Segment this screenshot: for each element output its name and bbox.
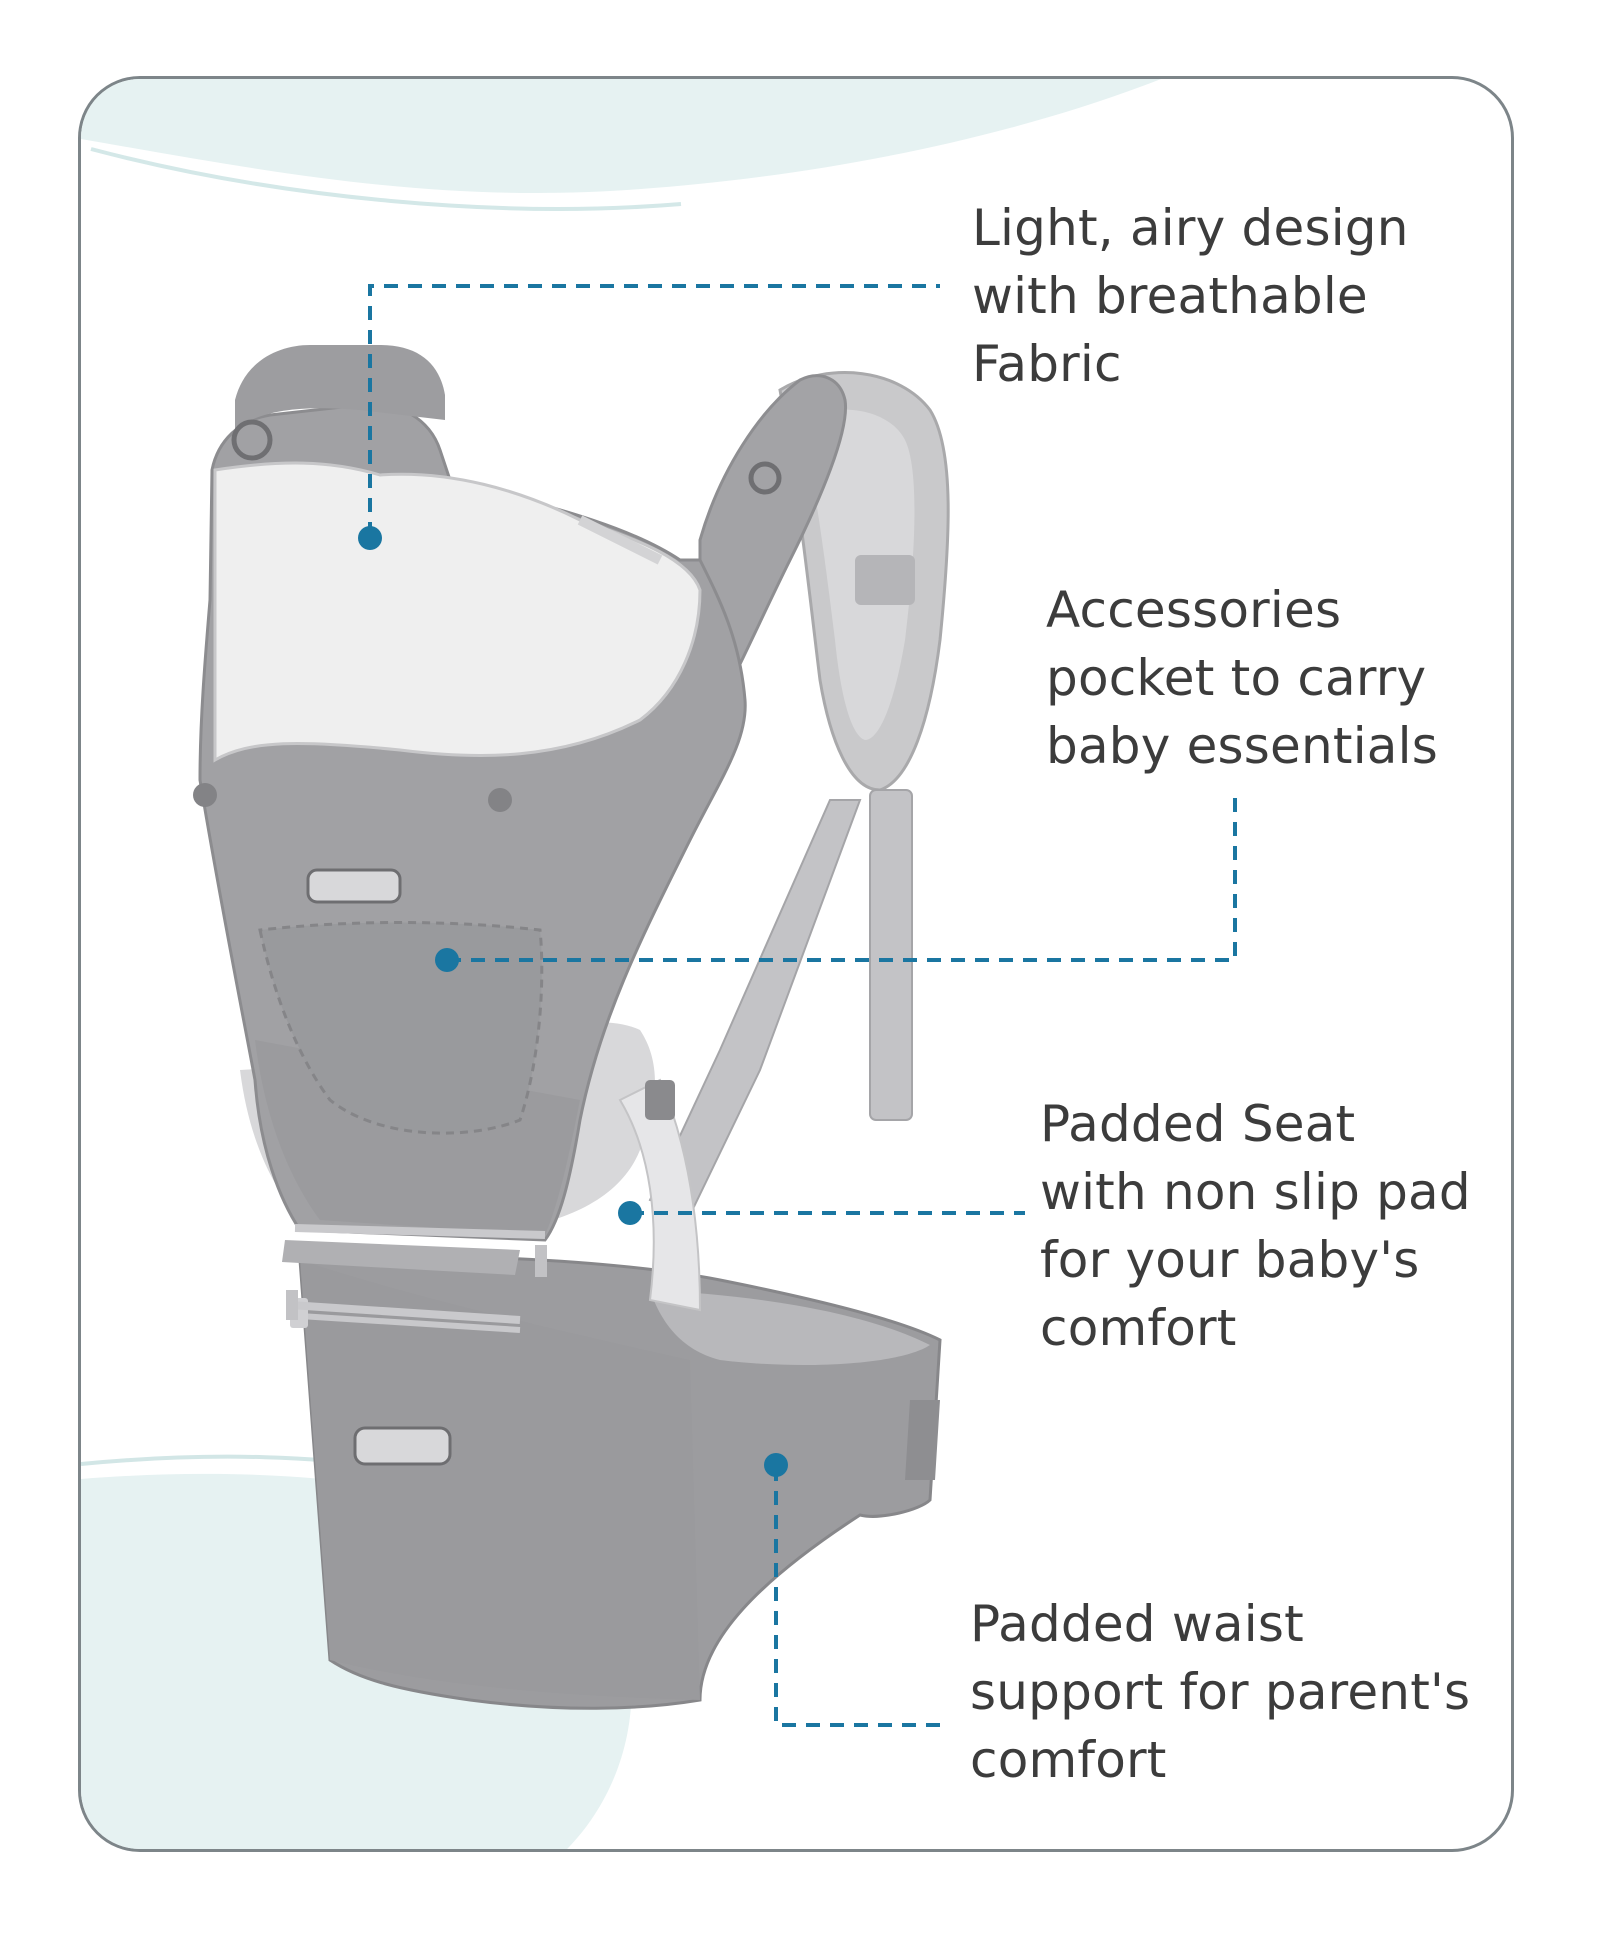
feature-text-waist: Padded waist support for parent's comfor…: [970, 1595, 1471, 1789]
callout-line-waist: [774, 1467, 950, 1727]
callout-dot-seat: [618, 1201, 642, 1225]
feature-text-fabric: Light, airy design with breathable Fabri…: [972, 199, 1409, 393]
hood: [213, 461, 702, 763]
callout-lines: [358, 284, 1237, 1727]
callout-line-pocket: [447, 792, 1237, 962]
feature-text-pocket: Accessories pocket to carry baby essenti…: [1046, 581, 1438, 775]
hip-seat: [282, 1240, 942, 1710]
callout-line-fabric: [368, 284, 940, 536]
callout-dot-fabric: [358, 526, 382, 550]
zippers: [286, 1224, 547, 1324]
callout-dot-pocket: [435, 948, 459, 972]
feature-text-seat: Padded Seat with non slip pad for your b…: [1040, 1095, 1471, 1357]
callout-dot-waist: [764, 1453, 788, 1477]
